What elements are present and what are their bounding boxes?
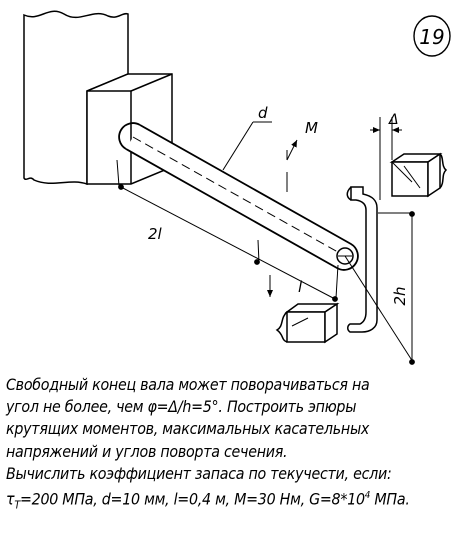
tau-symbol: τ <box>6 489 15 509</box>
text-line-2: угол не более, чем φ=Δ/h=5°. Построить э… <box>6 397 357 417</box>
upper-stop-block <box>389 152 448 198</box>
text-line-1: Свободный конец вала может поворачиватьс… <box>6 375 370 394</box>
text-line-3: крутящих моментов, максимальных касатель… <box>6 419 370 439</box>
moment-label: M <box>305 119 318 137</box>
length-l-label: l <box>298 278 303 296</box>
tau-subscript: T <box>14 498 20 512</box>
length-dimensions: 2l l <box>116 159 339 302</box>
lever <box>336 186 378 333</box>
text-line-5: Вычислить коэффициент запаса по текучест… <box>6 463 392 483</box>
problem-statement: Свободный конец вала может поворачиватьс… <box>6 374 410 517</box>
lower-stop-block <box>275 302 340 344</box>
delta-label: Δ <box>388 112 399 128</box>
exponent: 4 <box>364 490 371 502</box>
shaft <box>118 122 359 271</box>
torque-moment: M <box>267 119 318 297</box>
height-2h-dimension: 2h <box>344 211 415 365</box>
unit: МПа. <box>370 489 410 509</box>
gap-delta-dimension: Δ <box>370 112 402 200</box>
height-2h-label: 2h <box>391 286 409 305</box>
text-line-4: напряжений и углов поворта сечения. <box>6 441 288 461</box>
shaft-diagram: 19 d M 2l l <box>23 10 451 365</box>
text-line-6: τT=200 МПа, d=10 мм, l=0,4 м, M=30 Нм, G… <box>6 485 410 517</box>
diameter-leader: d <box>222 104 272 171</box>
diameter-label: d <box>258 104 268 122</box>
length-2l-label: 2l <box>148 225 163 243</box>
given-values: =200 МПа, d=10 мм, l=0,4 м, M=30 Нм, G=8… <box>19 489 365 509</box>
problem-number: 19 <box>419 25 444 49</box>
problem-number-badge: 19 <box>413 15 451 57</box>
